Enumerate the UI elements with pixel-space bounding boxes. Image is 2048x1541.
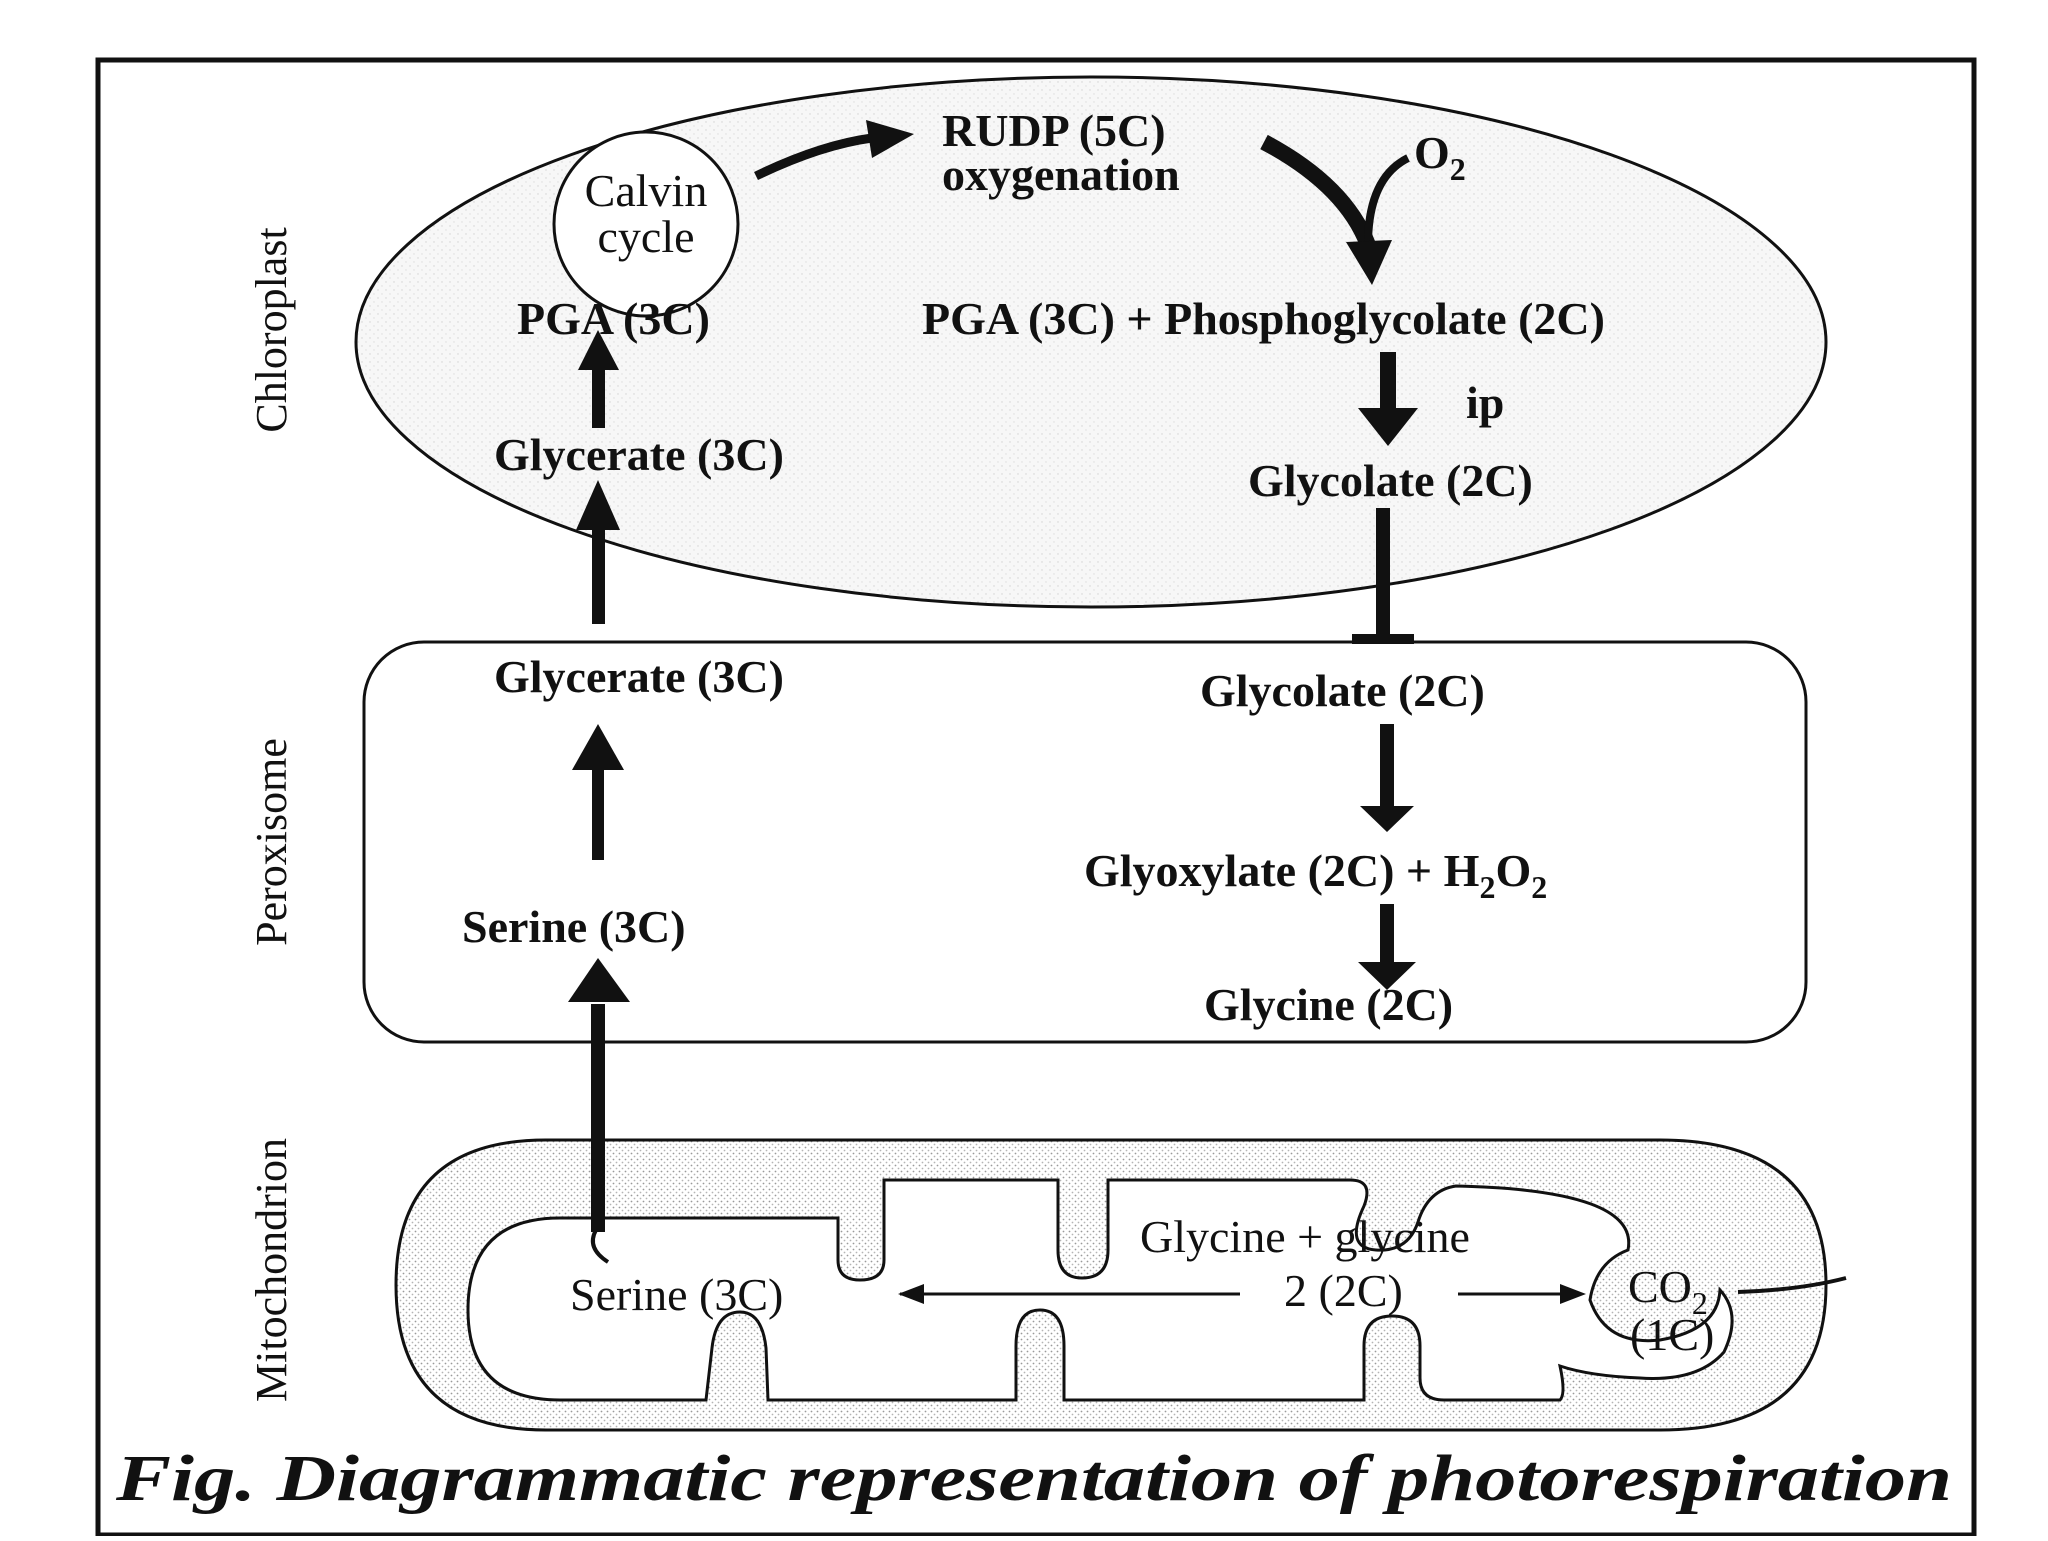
peroxisome-glycine-label: Glycine (2C) [1204,979,1453,1030]
rudp-label: RUDP (5C) [942,105,1166,156]
peroxisome-glycerate-label: Glycerate (3C) [494,651,784,702]
glycerate-to-pga-arrowhead [578,330,619,370]
peroxisome-to-chloroplast-glycerate-shaft [592,528,605,624]
glycine-to-co2-arrowhead [1560,1284,1586,1304]
o2-label: O2 [1414,127,1466,187]
two-2c-label: 2 (2C) [1284,1265,1403,1316]
chloroplast-side-label: Chloroplast [247,227,296,432]
peroxisome-outline [362,640,1808,1044]
peroxisome-glycolate-label: Glycolate (2C) [1200,665,1485,716]
o2-input-curve [1364,154,1410,246]
glycolate-to-glyoxylate-arrowhead [1360,806,1414,832]
serine-export-shaft [591,1004,605,1232]
one-c-label: (1C) [1630,1309,1714,1360]
oxygenation-arrow [1260,134,1376,249]
oxygenation-label: oxygenation [942,149,1180,200]
co2-release-line [1737,1276,1847,1294]
serine-to-glycerate-arrowhead [572,724,624,770]
calvin-label-line2: cycle [597,211,694,262]
chloroplast-glycerate-label: Glycerate (3C) [494,429,784,480]
co2-label: CO2 [1628,1261,1708,1321]
mitochondrion-inner-membrane [466,1178,1734,1402]
calvin-label-line1: Calvin [585,165,708,216]
phosphoglycolate-to-glycolate-arrowhead [1358,408,1418,446]
peroxisome-to-chloroplast-glycerate-arrowhead [576,480,620,530]
serine-export-curl [591,1229,610,1264]
serine-export-arrowhead [568,958,630,1002]
glycine-to-serine-arrowhead [898,1284,924,1304]
calvin-to-rudp-arrow [754,133,873,181]
peroxisome-serine-label: Serine (3C) [462,901,686,952]
glycolate-transfer-foot [1352,634,1414,644]
phosphoglycolate-to-glycolate-shaft [1380,352,1396,412]
glyoxylate-to-glycine-shaft [1380,904,1394,966]
ip-label: ip [1466,377,1504,428]
glyoxylate-to-glycine-arrowhead [1358,962,1416,990]
peroxisome-side-label: Peroxisome [247,738,296,946]
calvin-to-rudp-arrowhead [866,120,914,158]
chloroplast-glycolate-label: Glycolate (2C) [1248,455,1533,506]
glycine-glycine-label: Glycine + glycine [1140,1211,1470,1262]
glycolate-transfer-connector [1376,508,1390,640]
serine-to-glycerate-shaft [592,768,604,860]
mitochondrion-serine-label: Serine (3C) [570,1269,783,1320]
pga-phosphoglycolate-label: PGA (3C) + Phosphoglycolate (2C) [922,293,1605,344]
glyoxylate-label: Glyoxylate (2C) + H2O2 [1084,845,1547,905]
calvin-cycle-circle [552,130,740,318]
pga-left-label: PGA (3C) [517,293,710,344]
glycerate-to-pga-shaft [592,366,605,428]
glycolate-to-glyoxylate-shaft [1380,724,1394,810]
figure-caption: Fig. Diagrammatic representation of phot… [115,1442,1952,1515]
mitochondrion-side-label: Mitochondrion [247,1138,296,1402]
oxygenation-arrowhead [1346,240,1392,285]
